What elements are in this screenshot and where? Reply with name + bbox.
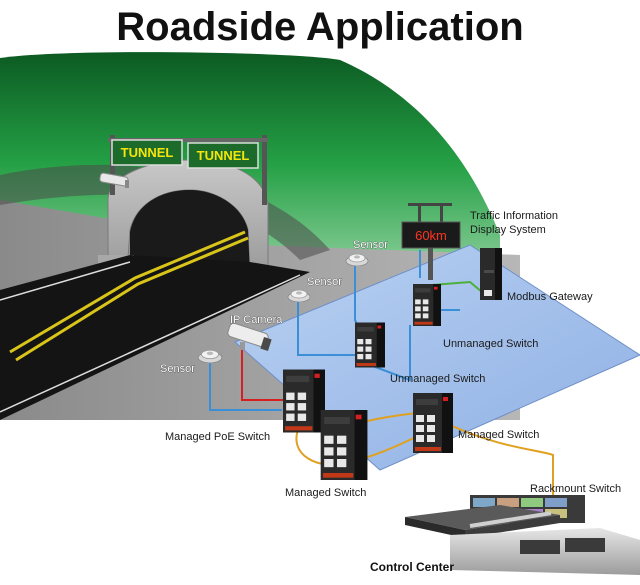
tunnel-gantry: TUNNEL TUNNEL	[99, 135, 268, 205]
label-sensor-top: Sensor	[353, 239, 388, 251]
modbus-gateway-device	[480, 248, 502, 300]
label-unmanaged-switch-1: Unmanaged Switch	[443, 338, 538, 350]
label-ip-camera: IP Camera	[230, 314, 283, 326]
label-sensor-mid: Sensor	[307, 276, 342, 288]
led-display-board	[401, 221, 461, 249]
diagram-title: Roadside Application	[116, 5, 523, 49]
tunnel-sign-right	[187, 142, 259, 169]
managed-switch-bottom-device	[320, 410, 368, 480]
labels: Traffic Information Display System Senso…	[160, 210, 621, 574]
label-modbus-gateway: Modbus Gateway	[507, 291, 593, 303]
label-unmanaged-switch-2: Unmanaged Switch	[390, 373, 485, 385]
label-rackmount-switch: Rackmount Switch	[530, 483, 621, 495]
label-managed-switch-bottom: Managed Switch	[285, 487, 366, 499]
tunnel-sign-right-text: TUNNEL	[197, 148, 250, 163]
road	[0, 230, 310, 420]
traffic-display-system: 60km	[401, 203, 461, 280]
label-managed-switch-right: Managed Switch	[458, 429, 539, 441]
unmanaged-switch-1-device	[413, 284, 441, 326]
label-managed-poe-switch: Managed PoE Switch	[165, 431, 270, 443]
led-display-text: 60km	[415, 228, 447, 243]
rackmount-switch-device	[405, 505, 560, 538]
label-traffic-display-1: Traffic Information	[470, 210, 558, 222]
label-sensor-left: Sensor	[160, 363, 195, 375]
managed-switch-right-device	[413, 393, 453, 453]
tunnel-sign-left	[111, 139, 183, 166]
label-traffic-display-2: Display System	[470, 224, 546, 236]
unmanaged-switch-2-device	[355, 322, 385, 368]
label-control-center: Control Center	[370, 560, 454, 574]
control-center	[405, 495, 640, 575]
managed-poe-switch-device	[283, 369, 325, 433]
tunnel-sign-left-text: TUNNEL	[121, 145, 174, 160]
gantry-camera-icon	[99, 172, 129, 188]
ip-camera-icon	[227, 322, 272, 351]
